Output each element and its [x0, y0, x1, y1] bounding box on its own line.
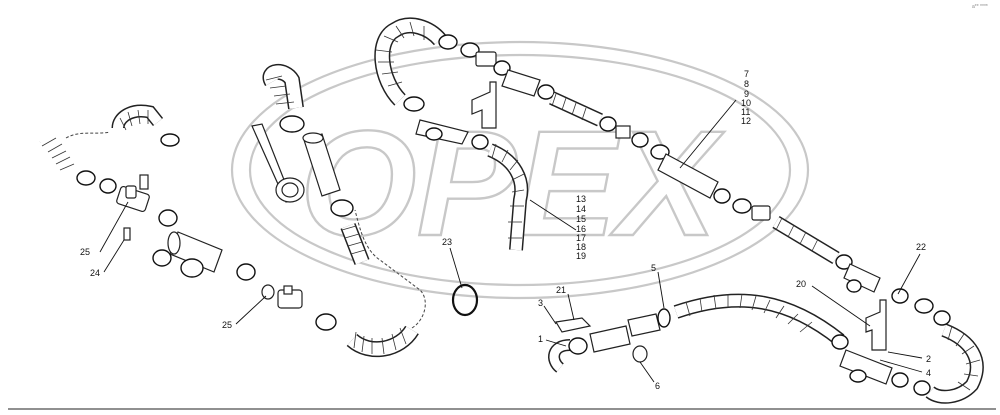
callout-5: 5	[651, 263, 656, 273]
callout-9: 9	[744, 89, 749, 99]
callout-20: 20	[796, 279, 806, 289]
callout-4: 4	[926, 368, 931, 378]
callout-22: 22	[916, 242, 926, 252]
callout-23: 23	[442, 237, 452, 247]
callout-19: 19	[576, 251, 586, 261]
retaining-ring	[451, 283, 479, 317]
callouts: 7 8 9 10 11 12 13 14 15 16 17 18 19 23 2…	[80, 69, 931, 391]
left-assembly	[35, 104, 426, 357]
callout-1: 1	[538, 334, 543, 344]
callout-13: 13	[576, 194, 586, 204]
watermark-oval	[248, 53, 792, 287]
callout-6: 6	[655, 381, 660, 391]
callout-25-lower: 25	[222, 320, 232, 330]
callout-18: 18	[576, 242, 586, 252]
callout-15: 15	[576, 214, 586, 224]
callout-17: 17	[576, 233, 586, 243]
callout-14: 14	[576, 204, 586, 214]
callout-3: 3	[538, 298, 543, 308]
callout-21: 21	[556, 285, 566, 295]
callout-7: 7	[744, 69, 749, 79]
callout-8: 8	[744, 79, 749, 89]
bottom-right-assembly	[548, 293, 984, 404]
callout-11: 11	[741, 107, 750, 117]
callout-12: 12	[741, 116, 751, 126]
leader-lines	[99, 99, 923, 383]
corner-code: a** ****	[972, 4, 988, 10]
callout-24: 24	[90, 268, 100, 278]
callout-10: 10	[741, 98, 751, 108]
callout-2: 2	[926, 354, 931, 364]
callout-25-upper: 25	[80, 247, 90, 257]
center-left-assembly	[251, 64, 370, 265]
watermark-oval-outer	[230, 40, 810, 300]
top-right-assembly	[374, 17, 951, 326]
callout-16: 16	[576, 224, 586, 234]
